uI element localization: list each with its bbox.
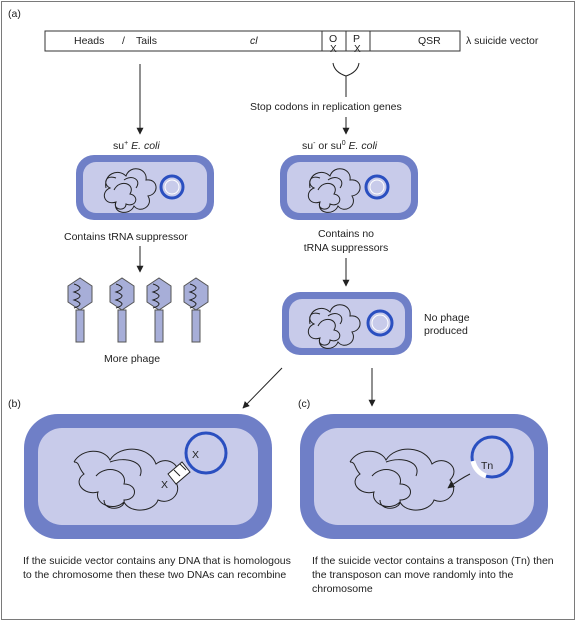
cell-su-plus: [76, 155, 214, 220]
phage: [183, 277, 209, 343]
stop-codons-label: Stop codons in replication genes: [250, 101, 402, 113]
vector-map: [44, 30, 461, 52]
panel-c-caption: If the suicide vector contains a transpo…: [312, 555, 554, 595]
vector-heads: Heads: [74, 35, 105, 47]
homologous-plasmid: [184, 431, 228, 475]
phage: [67, 277, 93, 343]
no-phage-line-1: No phage: [424, 312, 470, 324]
vector-label: λ suicide vector: [466, 35, 539, 47]
cell-recombination: [24, 414, 272, 539]
phage: [146, 277, 172, 343]
cell-transposition: [300, 414, 548, 539]
vector-slash: /: [122, 35, 125, 47]
phage-group: [67, 277, 209, 343]
vector-o: O: [329, 33, 338, 45]
su-minus-caption-1: Contains no: [317, 228, 375, 240]
su-plus-caption: Contains tRNA suppressor: [64, 231, 188, 243]
vector-qsr: QSR: [418, 35, 441, 47]
plasmid-x-marker: X: [192, 449, 200, 461]
su-plus-header: su+ E. coli: [113, 140, 160, 152]
transposon-label: Tn: [481, 460, 494, 472]
stop-codon-bracket: [332, 62, 360, 77]
su-minus-header: su- or su0 E. coli: [302, 140, 378, 152]
vector-x-o: X: [330, 44, 337, 55]
no-phage-line-2: produced: [424, 325, 468, 337]
vector-p: P: [353, 33, 361, 45]
panel-label-a: (a): [8, 8, 21, 20]
transposon-plasmid: [470, 435, 514, 479]
more-phage-label: More phage: [104, 353, 161, 365]
panel-label-c: (c): [298, 398, 311, 410]
flow-arrows: [136, 62, 376, 409]
su-minus-caption-2: tRNA suppressors: [303, 242, 389, 254]
cell-no-phage: [282, 292, 412, 355]
vector-x-p: X: [354, 44, 361, 55]
phage: [109, 277, 135, 343]
panel-b-caption: If the suicide vector contains any DNA t…: [23, 555, 291, 581]
arrow-to-panel-b: [242, 367, 283, 409]
vector-cl: cl: [250, 35, 258, 47]
vector-tails: Tails: [136, 35, 158, 47]
cell-su-minus: [280, 155, 418, 220]
chromosome-x-marker: X: [161, 479, 169, 491]
plasmid: [159, 174, 185, 200]
panel-label-b: (b): [8, 398, 21, 410]
